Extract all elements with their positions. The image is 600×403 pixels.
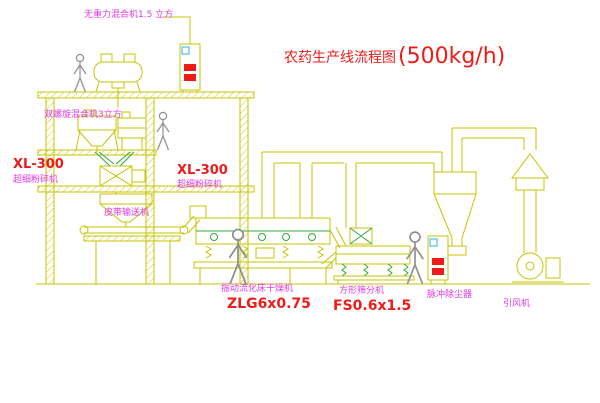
stack-duct: [452, 127, 537, 150]
indicator-box: [429, 238, 438, 247]
crusher-3f: [99, 165, 146, 194]
label-crusher-left-model: XL-300: [13, 157, 64, 172]
label-fan: 引风机: [503, 299, 531, 309]
sieve-springs: [341, 263, 409, 277]
panel-text-mark: [184, 74, 196, 81]
label-dust-collector: 脉冲除尘器: [427, 290, 473, 300]
label-sieve-model: FS0.6x1.5: [333, 298, 412, 314]
screw-mixer: [75, 109, 119, 152]
spring: [205, 245, 212, 259]
title-text: 农药生产线流程图: [284, 49, 396, 66]
inspection-ports: [210, 233, 316, 241]
y-pipe: [94, 151, 135, 167]
fluid-bed-dryer: [189, 205, 347, 284]
exhaust-duct: [261, 151, 443, 228]
panel-text-mark: [432, 268, 444, 275]
rain-cap: [511, 153, 549, 179]
sieve-outlet: [325, 257, 337, 269]
sieve-outlet: [321, 251, 337, 265]
panel-text-mark: [184, 64, 196, 71]
label-belt-conveyor: 皮带输送机: [104, 208, 150, 218]
building-structure: [36, 91, 590, 285]
label-dryer-model: ZLG6x0.75: [227, 296, 311, 312]
person-top-floor: [73, 53, 87, 93]
gravity-mixer: [93, 16, 191, 108]
label-sieve-name: 方形筛分机: [339, 286, 385, 296]
label-dryer-name: 振动流化床干燥机: [221, 284, 294, 294]
floor-slab-lower: [37, 185, 255, 193]
discharge-chute: [329, 229, 341, 249]
spring: [317, 245, 324, 259]
label-crusher-center-model: XL-300: [177, 163, 228, 178]
spring: [282, 245, 289, 259]
square-sieve: [321, 227, 415, 284]
label-crusher-left-name: 超细粉碎机: [13, 175, 59, 185]
label-crusher-center-name: 超细粉碎机: [177, 180, 223, 190]
rotary-valve: [447, 245, 467, 256]
pulse-dust-collector: [427, 235, 449, 284]
diagram-title: 农药生产线流程图 (500kg/h): [284, 44, 505, 69]
leader-line: [163, 16, 191, 44]
crusher-2f: [117, 111, 147, 150]
dryer-inlet: [189, 205, 207, 219]
cyclone: [433, 128, 477, 256]
floor-slab-top: [37, 91, 255, 99]
hopper: [99, 193, 153, 227]
induced-draft-fan: [512, 252, 564, 283]
exhaust-stack: [511, 153, 549, 253]
title-capacity: (500kg/h): [398, 44, 506, 69]
label-gravity-mixer: 无重力混合机1.5 立方: [84, 10, 174, 20]
label-screw-mixer: 双螺旋混合机3立方: [44, 110, 122, 120]
vibration-motor: [255, 247, 275, 259]
indicator-box: [181, 46, 190, 55]
belt-conveyor: [79, 215, 201, 284]
discharge-chute: [335, 226, 347, 247]
person-second-floor: [156, 111, 170, 151]
panel-text-mark: [432, 258, 444, 265]
bucket-elevator-top: [179, 43, 201, 92]
